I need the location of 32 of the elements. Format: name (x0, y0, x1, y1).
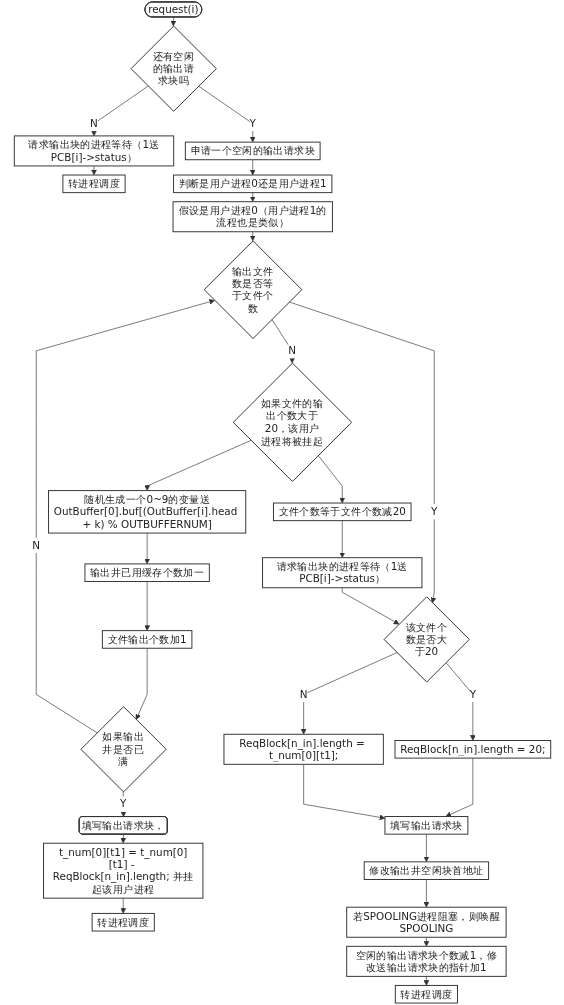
edge-label: N (299, 687, 308, 701)
edge-label: Y (430, 505, 437, 518)
node-diamond: 如果文件的输出个数大于20，该用户进程将被挂起 (232, 362, 352, 482)
node-box: 判断是用户进程0还是用户进程1 (172, 174, 332, 194)
node-box: 修改输出井空闲块首地址 (363, 861, 489, 880)
node-diamond: 还有空闲的输出请求块吗 (130, 25, 217, 112)
edge-label: N (89, 117, 98, 130)
edge-label: N (31, 538, 40, 552)
edge-label: Y (469, 687, 476, 701)
node-box: 请求输出块的进程等待（1送PCB[i]->status） (261, 557, 422, 589)
node-box: 申请一个空闲的输出请求块 (184, 141, 321, 161)
node-box: 输出井已用缓存个数加一 (83, 563, 210, 582)
edge-label: N (287, 344, 296, 357)
edge-label: Y (119, 797, 126, 811)
node-box: ReqBlock[n_in].length = t_num[0][t1]; (222, 733, 384, 765)
node-box: 请求输出块的进程等待（1送PCB[i]->status） (13, 135, 174, 167)
node-box: t_num[0][t1] = t_num[0][t1] - ReqBlock[n_in].length; 并挂起该用户进程 (42, 842, 203, 899)
node-diamond: 输出文件数是否等于文件个数 (203, 240, 302, 339)
node-box: 转进程调度 (91, 912, 155, 932)
node-box: ReqBlock[n_in].length = 20; (394, 740, 551, 759)
node-box: 文件个数等于文件个数减20 (272, 502, 412, 522)
node-box: 随机生成一个0~9的变量送OutBuffer[0].buf[(OutBuffer[i].head + k) % OUTBUFFERNUM] (47, 490, 246, 534)
node-box: 转进程调度 (61, 174, 126, 194)
node-box: 转进程调度 (394, 984, 458, 1004)
node-diamond: 该文件个数是否大于20 (383, 596, 470, 683)
node-box: 空闲的输出请求块个数减1，修改送输出请求块的指针加1 (345, 945, 507, 977)
node-box: 文件输出个数加1 (101, 630, 192, 649)
node-box: 若SPOOLING进程阻塞，则唤醒SPOOLING (345, 906, 507, 938)
edge-label: Y (249, 117, 256, 130)
node-box: 填写输出请求块 (383, 816, 468, 835)
node-diamond: 如果输出井是否已满 (79, 706, 167, 793)
node-box: 假设是用户进程0（用户进程1的流程也是类似） (172, 201, 333, 233)
